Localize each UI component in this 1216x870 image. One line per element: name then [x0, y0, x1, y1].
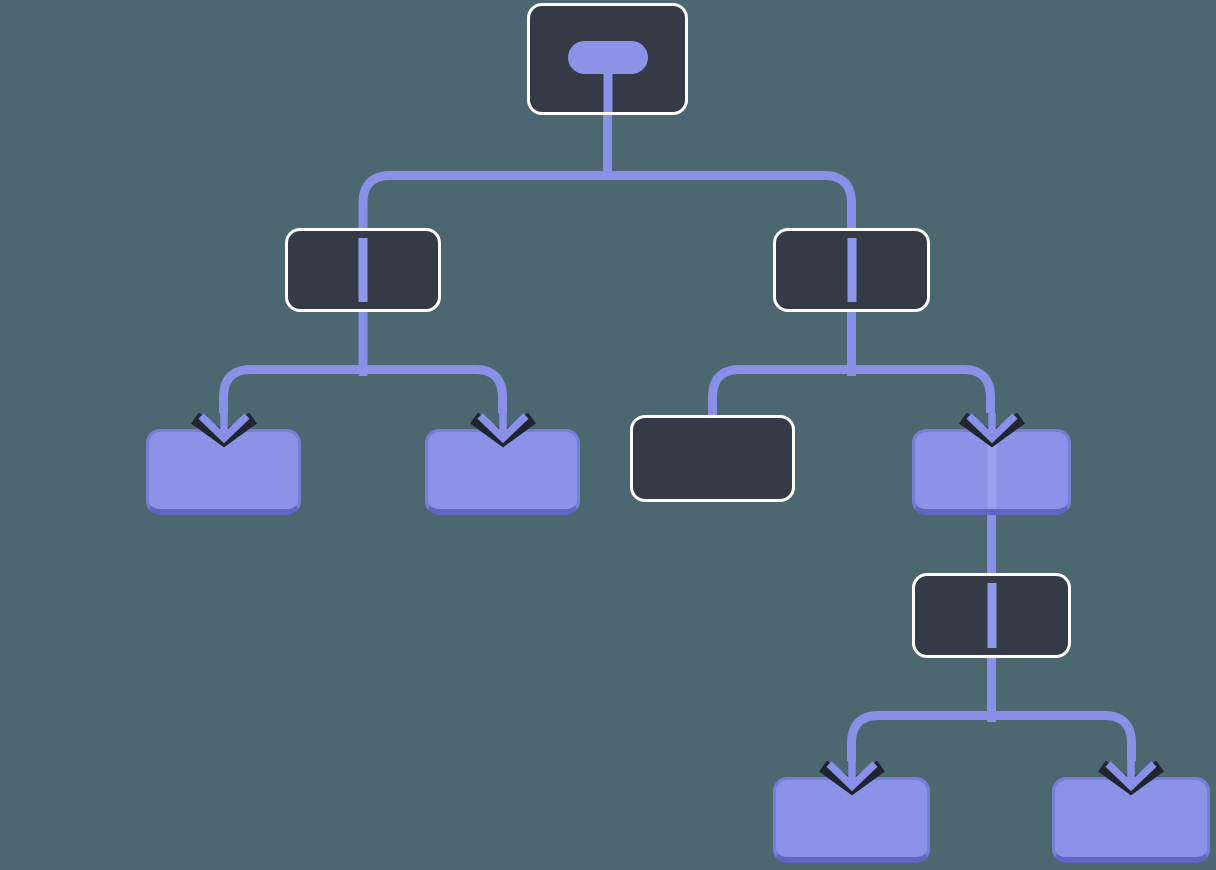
pass-through-line [358, 238, 368, 302]
node-leaf-bottom-right[interactable] [1052, 777, 1210, 863]
node-leaf-far-left[interactable] [146, 429, 301, 515]
root-pill-stem [603, 70, 612, 112]
edge-bus-left-children [219, 365, 507, 413]
node-leaf-mid-right[interactable] [912, 429, 1071, 515]
node-plain-dark-leaf[interactable] [630, 415, 795, 502]
node-branch-right[interactable] [773, 228, 930, 312]
node-branch-left[interactable] [285, 228, 441, 312]
pass-through-line-faint [987, 432, 996, 509]
node-leaf-mid-left[interactable] [425, 429, 580, 515]
edge-bus-level2 [358, 171, 856, 228]
pass-through-line [987, 583, 996, 648]
pass-through-line [847, 238, 856, 302]
node-leaf-bottom-left[interactable] [773, 777, 930, 863]
edge-bus-bottom-children [847, 711, 1136, 761]
node-root[interactable] [527, 3, 688, 115]
edge-bus-right-children [708, 365, 995, 420]
root-pill-icon [567, 41, 648, 74]
node-branch-bottom[interactable] [912, 573, 1071, 658]
